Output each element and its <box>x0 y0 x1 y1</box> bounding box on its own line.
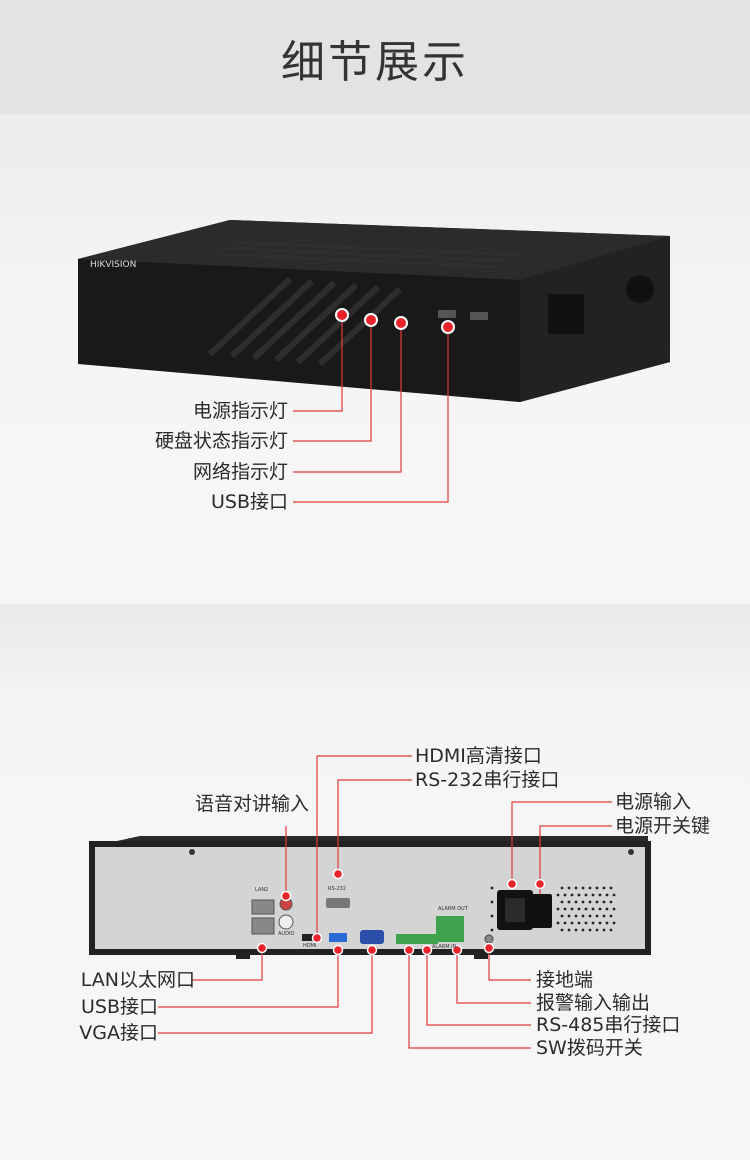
marker-rs232 <box>332 868 344 880</box>
marker-usb <box>332 944 344 956</box>
nvr-front-face <box>78 259 520 402</box>
page-title: 细节展示 <box>281 37 469 88</box>
usb-port-2 <box>470 312 488 320</box>
silk-alarm-in: ALARM IN <box>432 944 457 950</box>
label-network-indicator: 网络指示灯 <box>192 461 288 483</box>
label-audio: 语音对讲输入 <box>195 793 310 815</box>
back-leader-lines <box>158 755 612 1049</box>
label-alarm-io: 报警输入输出 <box>536 992 651 1014</box>
back-panel-section: LAN2 RS-232 ALARM OUT ALARM IN AUDIO HDM… <box>0 604 750 1160</box>
foot-right <box>474 953 488 959</box>
silk-rs232: RS-232 <box>328 886 346 892</box>
audio-out-jack <box>278 914 294 930</box>
front-panel-section: HIKVISION 电源指示灯 硬盘状态指示灯 网络指示灯 USB接口 <box>0 114 750 604</box>
nvr-top-face <box>78 220 670 280</box>
marker-power-in <box>506 878 518 890</box>
foot-left <box>236 953 250 959</box>
label-ground: 接地端 <box>536 969 594 991</box>
front-grille <box>207 276 403 367</box>
ground-screw <box>484 934 494 944</box>
brand-logo: HIKVISION <box>90 260 137 270</box>
psu-vent <box>490 886 616 932</box>
label-vga: VGA接口 <box>79 1022 158 1044</box>
usb-back-port <box>329 933 347 942</box>
power-switch <box>530 894 552 928</box>
marker-usb-port <box>441 320 455 334</box>
front-leader-lines <box>293 315 449 503</box>
label-power-indicator: 电源指示灯 <box>192 400 288 422</box>
label-lan: LAN以太网口 <box>80 969 195 991</box>
marker-audio <box>280 890 292 902</box>
label-usb-port: USB接口 <box>210 491 288 513</box>
marker-rs485 <box>421 944 433 956</box>
hdmi-port <box>302 934 318 941</box>
marker-lan <box>256 942 268 954</box>
silk-hdmi: HDMI <box>303 943 317 949</box>
label-hdmi: HDMI高清接口 <box>415 745 542 767</box>
marker-power-indicator <box>335 308 349 322</box>
nvr-back-illustration <box>89 755 651 1049</box>
label-power-switch: 电源开关键 <box>615 815 711 837</box>
marker-ground <box>483 942 495 954</box>
marker-power-switch <box>534 878 546 890</box>
marker-sw-dip <box>403 944 415 956</box>
marker-vga <box>366 944 378 956</box>
silk-audio: AUDIO <box>278 931 295 937</box>
side-vent <box>548 275 654 334</box>
label-hdd-indicator: 硬盘状态指示灯 <box>154 430 288 452</box>
marker-hdd-indicator <box>364 313 378 327</box>
sw-dip-block <box>396 934 438 944</box>
marker-alarm-io <box>451 944 463 956</box>
page-header: 细节展示 <box>0 0 750 114</box>
label-rs485: RS-485串行接口 <box>536 1014 681 1036</box>
marker-hdmi <box>311 932 323 944</box>
silk-lan: LAN2 <box>255 887 269 893</box>
lan-port-1 <box>251 917 275 935</box>
label-rs232: RS-232串行接口 <box>415 769 560 791</box>
silk-alarm-out: ALARM OUT <box>438 906 468 912</box>
lan-port-2 <box>251 899 275 915</box>
label-usb: USB接口 <box>80 996 158 1018</box>
rs232-port <box>326 898 350 908</box>
label-power-in: 电源输入 <box>615 791 692 813</box>
marker-network-indicator <box>394 316 408 330</box>
alarm-terminal-block <box>436 916 464 942</box>
vga-port <box>360 930 384 944</box>
label-sw-dip: SW拨码开关 <box>536 1037 643 1059</box>
usb-port-1 <box>438 310 456 318</box>
nvr-front-illustration <box>78 220 670 503</box>
